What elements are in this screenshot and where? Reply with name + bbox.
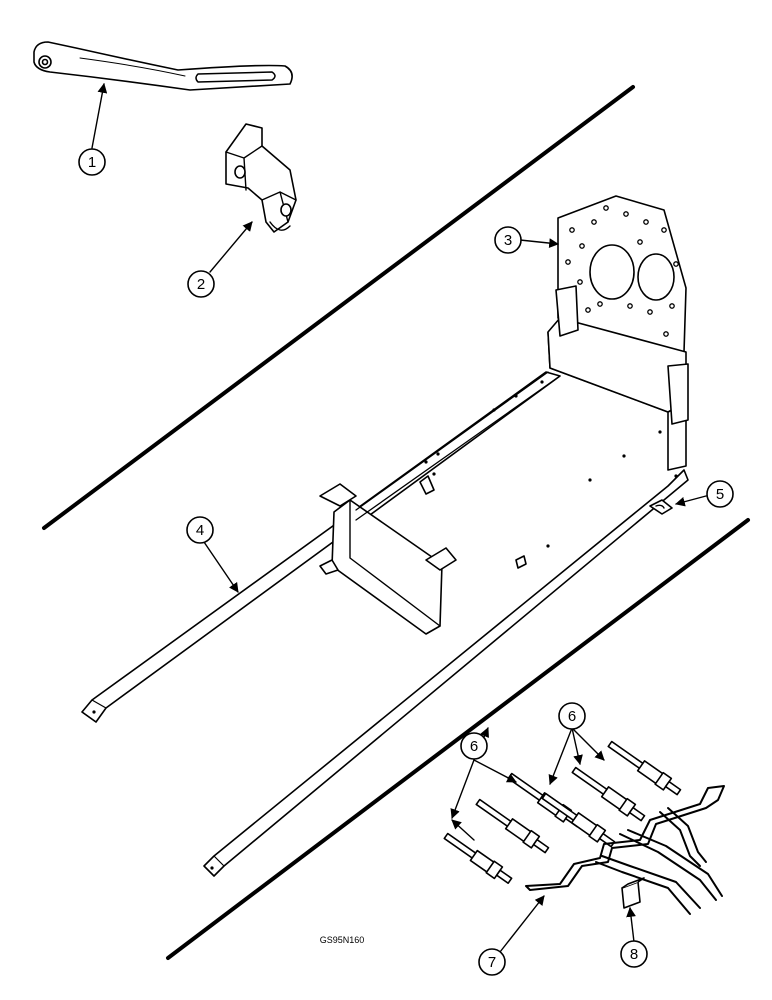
svg-text:7: 7 [488,954,496,971]
part-bracket [225,123,297,233]
part-small-bracket [621,877,645,909]
svg-text:6: 6 [568,708,576,725]
callout-5: 5 [706,480,734,508]
callout-2: 2 [187,270,215,298]
part-mounting-plate [557,195,687,353]
section-divider-lower [166,518,750,960]
svg-text:1: 1 [88,154,96,171]
glow-plug [571,766,646,822]
glow-plug [475,798,550,854]
callout-6-left: 6 [460,732,488,760]
svg-text:3: 3 [504,232,512,249]
svg-text:4: 4 [196,522,204,539]
callout-6-right: 6 [558,702,586,730]
part-frame-assembly [81,285,689,877]
part-glow-plugs [443,740,682,884]
callout-8: 8 [620,940,648,968]
part-clip [649,499,673,515]
leader-lines [91,83,707,953]
glow-plug [541,792,616,848]
callout-7: 7 [478,948,506,976]
section-divider-upper [42,85,635,530]
callout-3: 3 [494,226,522,254]
svg-text:8: 8 [630,946,638,963]
svg-text:2: 2 [197,276,205,293]
glow-plug [607,740,682,796]
part-bus-bar [525,785,725,915]
figure-id: GS95N160 [320,935,365,945]
glow-plug [443,832,513,884]
callout-1: 1 [78,148,106,176]
svg-text:5: 5 [716,486,724,503]
callout-4: 4 [186,516,214,544]
part-lever-arm [33,41,293,91]
svg-text:6: 6 [470,738,478,755]
